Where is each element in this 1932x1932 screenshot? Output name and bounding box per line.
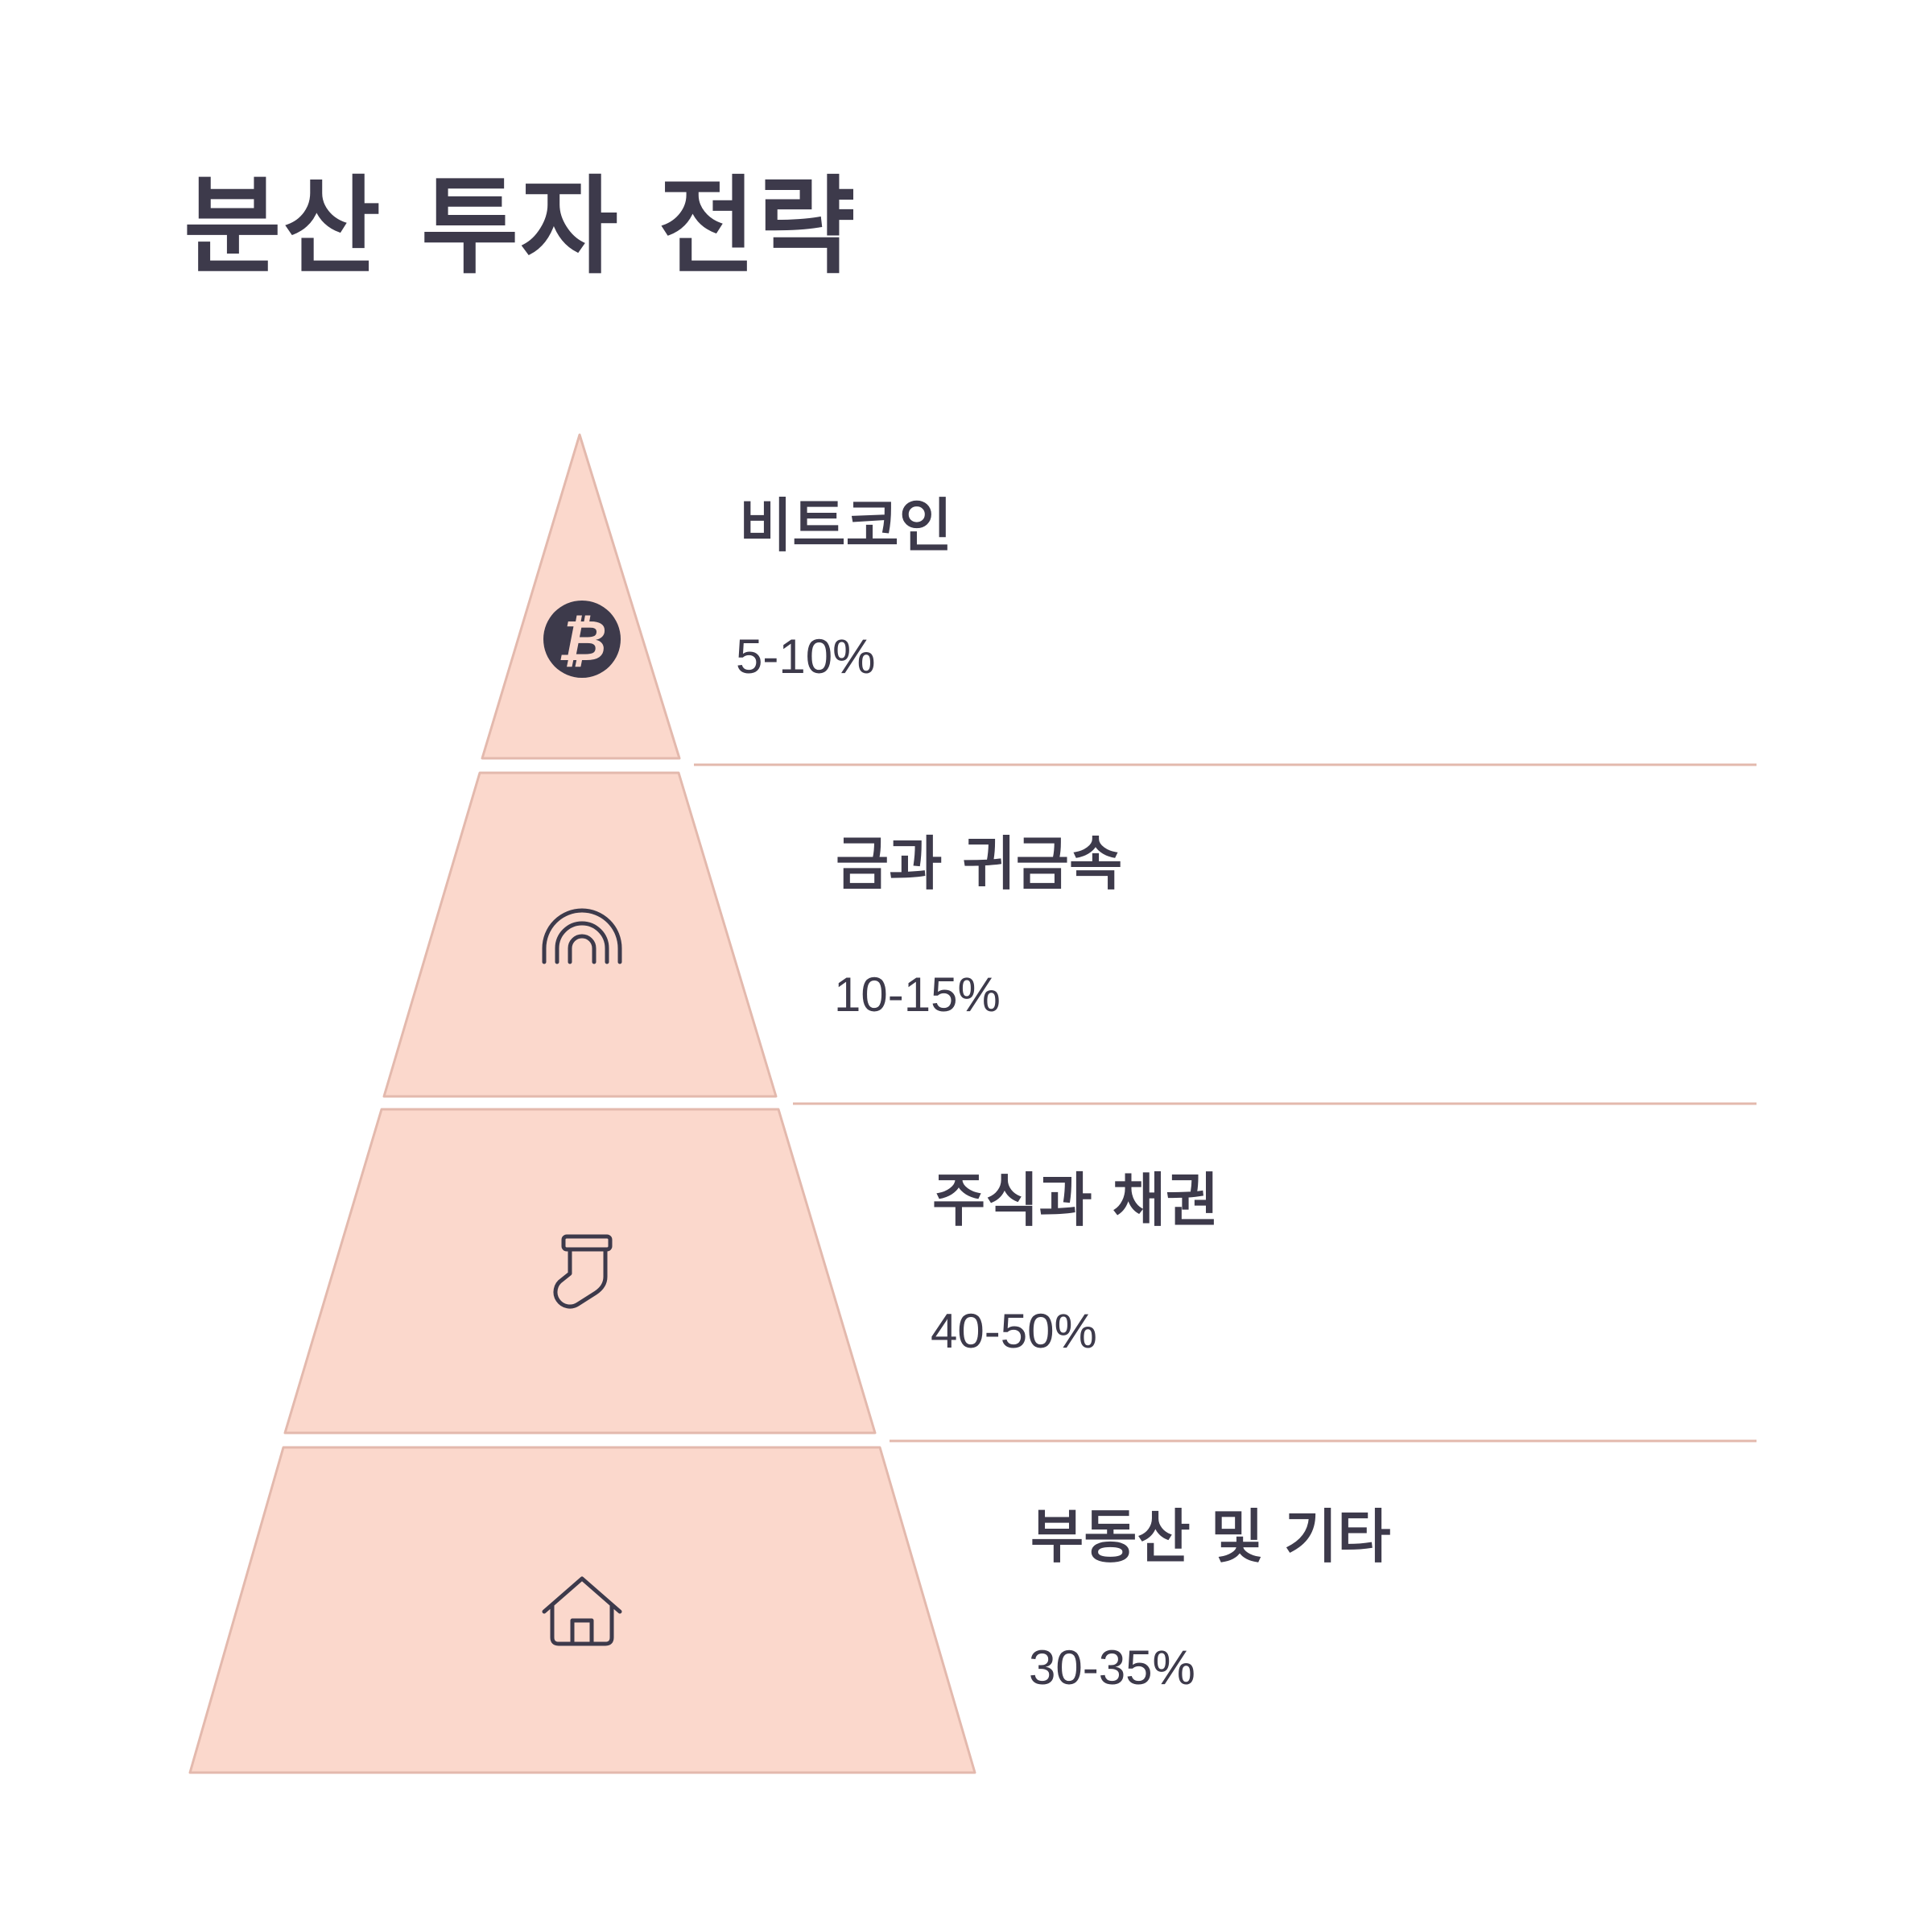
pyramid-tier-4 — [188, 1446, 976, 1774]
pyramid-tier-3 — [283, 1108, 877, 1435]
tier-percent-gold: 10-15% — [834, 968, 1001, 1022]
tier-label-gold: 금과 귀금속 — [836, 830, 1123, 898]
tier-percent-stocks-bonds: 40-50% — [931, 1304, 1097, 1358]
tier-label-bitcoin: 비트코인 — [739, 492, 952, 559]
svg-text:₿: ₿ — [557, 608, 606, 674]
pyramid-tier-1 — [481, 433, 681, 760]
tier-percent-bitcoin: 5-10% — [736, 630, 876, 683]
house-icon — [542, 1576, 622, 1646]
tier-percent-real-estate: 30-35% — [1029, 1641, 1195, 1695]
sock-icon — [553, 1234, 613, 1309]
page-title: 분산 투자 전략 — [184, 165, 857, 289]
tier-label-real-estate: 부동산 및 기타 — [1030, 1503, 1391, 1571]
bitcoin-icon: ₿ — [543, 601, 621, 678]
tier-label-stocks-bonds: 주식과 채권 — [932, 1166, 1220, 1234]
rainbow-arch-icon — [542, 908, 622, 964]
